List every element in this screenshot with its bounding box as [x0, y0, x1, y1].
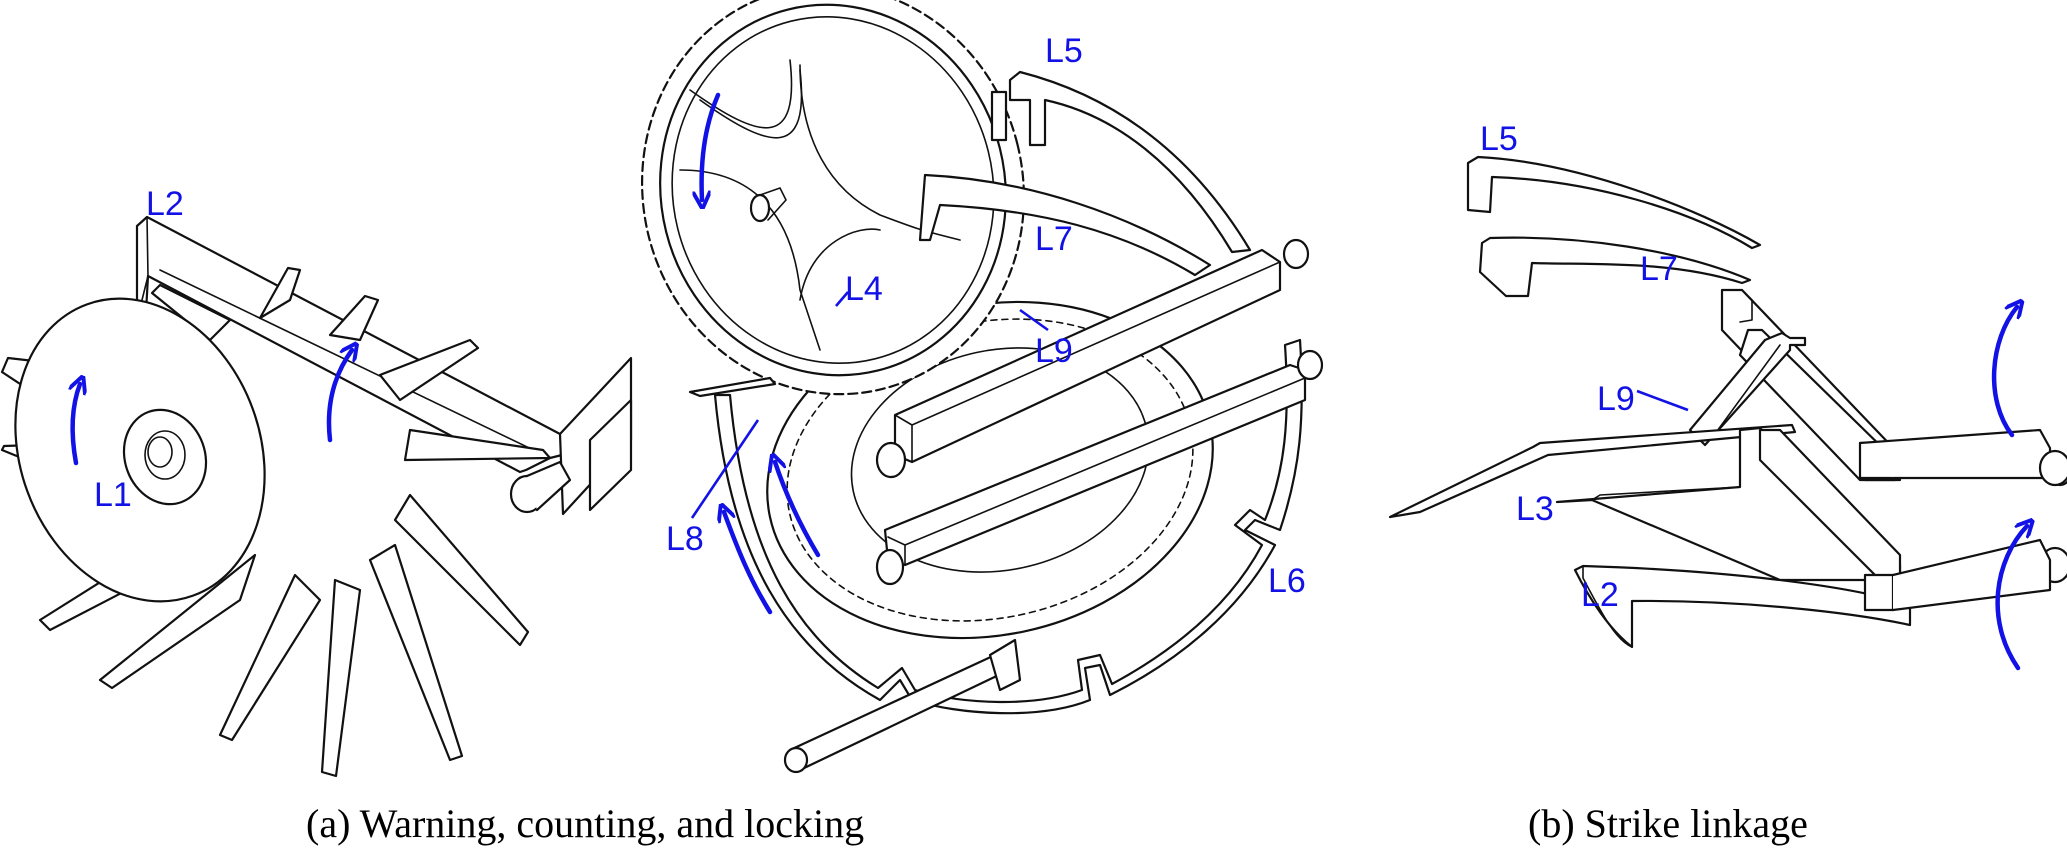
- label-l2-b: L2: [1581, 576, 1619, 614]
- upper-bar-rotation-arrow: [1991, 307, 2017, 438]
- lever-l7-a: [918, 173, 1212, 277]
- upper-strike-bar: [1738, 328, 1897, 482]
- label-l9-a: L9: [1035, 332, 1073, 370]
- wheel-pin: [749, 193, 771, 223]
- lever-l2-b: [1573, 564, 1912, 649]
- lever-l5-b: [1466, 155, 1762, 250]
- lever-l5-a: [1008, 70, 1252, 254]
- leader-l9-b: [1636, 389, 1689, 412]
- l1-hub: [122, 408, 208, 506]
- label-l8: L8: [666, 520, 704, 558]
- leader-l4: [835, 291, 849, 307]
- label-l3: L3: [1516, 490, 1554, 528]
- label-l6: L6: [1268, 562, 1306, 600]
- panel-b-strike-linkage: L5 L7 L9 L3 L2: [1388, 120, 2067, 671]
- caption-panel-a: (a) Warning, counting, and locking: [306, 801, 865, 846]
- bottom-bar-pin: [875, 548, 905, 586]
- label-l4: L4: [845, 270, 883, 308]
- label-l5-a: L5: [1045, 32, 1083, 70]
- leader-l8: [690, 419, 760, 519]
- label-l5-b: L5: [1480, 120, 1518, 158]
- spoked-wheel-arrow: [702, 92, 721, 200]
- l2-rotation-arrow: [326, 350, 352, 443]
- lever-l7-b: [1478, 236, 1752, 298]
- top-bar-pin: [875, 441, 907, 479]
- label-l2-a: L2: [146, 185, 184, 223]
- lower-bar-rotation-arrow: [1995, 526, 2027, 671]
- label-l7-a: L7: [1035, 220, 1073, 258]
- label-l1: L1: [94, 476, 132, 514]
- spoked-gear-wheel: [640, 0, 1026, 396]
- upper-bar-pin: [2038, 449, 2067, 487]
- panel-a-gear-train: L5 L4 L7 L9 L8 L6: [640, 0, 1324, 774]
- caption-panel-b: (b) Strike linkage: [1528, 801, 1808, 846]
- l6-rotation-arrow: [724, 512, 773, 615]
- label-l9-b: L9: [1597, 380, 1635, 418]
- lever-l2: [135, 215, 633, 516]
- panel-a-left-assembly: L2 L1: [0, 185, 633, 778]
- leader-l9-a: [1019, 308, 1049, 332]
- label-l7-b: L7: [1640, 250, 1678, 288]
- l1-rotation-arrow: [73, 384, 80, 466]
- l8-rotation-arrow: [775, 462, 821, 558]
